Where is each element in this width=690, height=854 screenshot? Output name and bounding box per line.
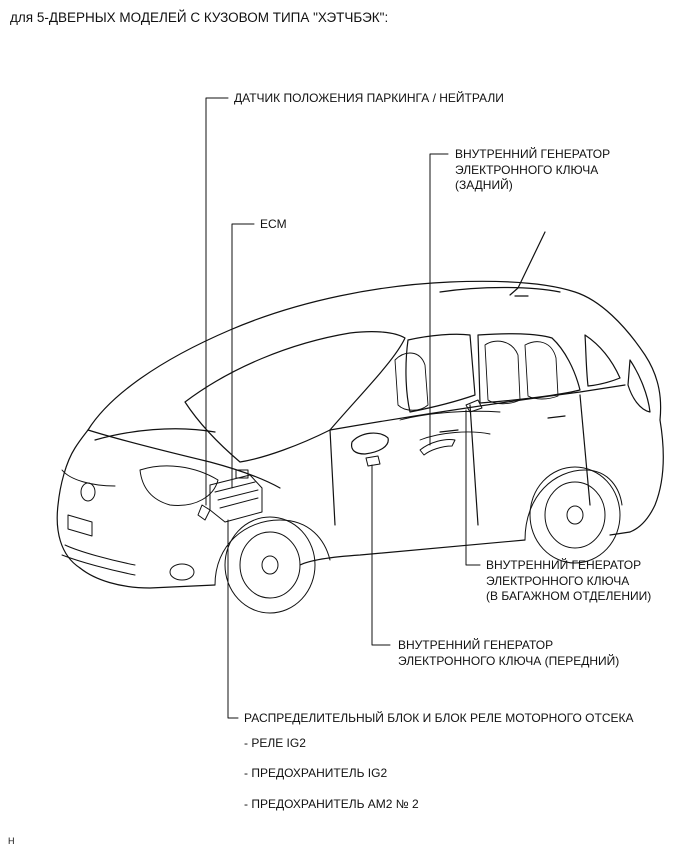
rear-wheel (524, 466, 623, 564)
label-rear-key-oscillator: ВНУТРЕННИЙ ГЕНЕРАТОР ЭЛЕКТРОННОГО КЛЮЧА … (455, 147, 610, 194)
label-line: ЭЛЕКТРОННОГО КЛЮЧА (486, 573, 630, 588)
label-luggage-key-oscillator: ВНУТРЕННИЙ ГЕНЕРАТОР ЭЛЕКТРОННОГО КЛЮЧА … (486, 558, 651, 605)
label-line: ВНУТРЕННИЙ ГЕНЕРАТОР (486, 558, 642, 572)
front-key-oscillator-part (365, 455, 381, 467)
label-line: ЭЛЕКТРОННОГО КЛЮЧА (455, 162, 599, 177)
luggage-key-oscillator-part (465, 399, 483, 413)
rear-key-oscillator-part (419, 439, 456, 456)
leader-lines (205, 97, 481, 719)
car-body-outline (56, 231, 664, 589)
label-line: (В БАГАЖНОМ ОТДЕЛЕНИИ) (486, 589, 652, 603)
label-line: ВНУТРЕННИЙ ГЕНЕРАТОР (398, 638, 554, 652)
label-ecm: ECM (260, 217, 287, 231)
interior-seats (394, 340, 559, 441)
label-line: (ЗАДНИЙ) (455, 178, 513, 192)
label-line: ЭЛЕКТРОННОГО КЛЮЧА (ПЕРЕДНИЙ) (398, 653, 620, 668)
jb-item-ig2-relay: - РЕЛЕ IG2 (244, 736, 306, 750)
label-engine-room-junction-block: РАСПРЕДЕЛИТЕЛЬНЫЙ БЛОК И БЛОК РЕЛЕ МОТОР… (244, 711, 634, 725)
label-front-key-oscillator: ВНУТРЕННИЙ ГЕНЕРАТОР ЭЛЕКТРОННОГО КЛЮЧА … (398, 638, 619, 669)
front-wheel (214, 516, 331, 614)
jb-item-am2-fuse: - ПРЕДОХРАНИТЕЛЬ AM2 № 2 (244, 797, 419, 811)
label-park-neutral-sensor: ДАТЧИК ПОЛОЖЕНИЯ ПАРКИНГА / НЕЙТРАЛИ (234, 91, 504, 105)
front-details (61, 465, 219, 581)
page-heading: для 5-ДВЕРНЫХ МОДЕЛЕЙ С КУЗОВОМ ТИПА "ХЭ… (10, 10, 389, 25)
ecm-and-junction-block (197, 469, 263, 523)
footer-mark: H (8, 836, 15, 846)
label-line: ВНУТРЕННИЙ ГЕНЕРАТОР (455, 147, 611, 161)
jb-item-ig2-fuse: - ПРЕДОХРАНИТЕЛЬ IG2 (244, 766, 388, 780)
